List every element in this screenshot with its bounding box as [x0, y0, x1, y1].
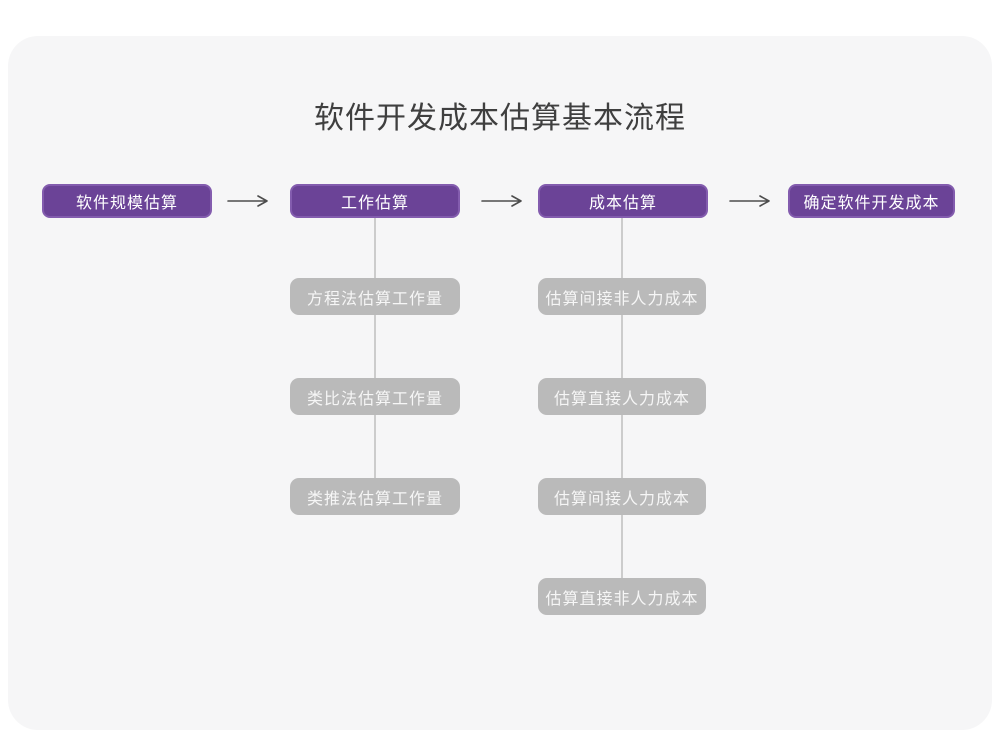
step-label: 确定软件开发成本: [803, 195, 940, 212]
step-label: 软件规模估算: [75, 195, 178, 212]
method-label: 估算直接人力成本: [553, 390, 690, 408]
step-label: 成本估算: [588, 195, 657, 212]
method-extrapolation: 类推法估算工作量: [290, 478, 460, 515]
connector-work-estimation: [374, 218, 376, 497]
method-label: 类比法估算工作量: [306, 390, 443, 408]
method-equation: 方程法估算工作量: [290, 278, 460, 315]
arrow-right-icon: [227, 195, 268, 207]
step-label: 工作估算: [340, 195, 409, 212]
method-label: 方程法估算工作量: [306, 290, 443, 308]
cost-direct-labor: 估算直接人力成本: [538, 378, 706, 415]
step-cost-estimation: 成本估算: [538, 184, 708, 218]
method-analogy: 类比法估算工作量: [290, 378, 460, 415]
diagram-title: 软件开发成本估算基本流程: [314, 102, 686, 135]
method-label: 估算间接人力成本: [553, 490, 690, 508]
method-label: 估算间接非人力成本: [545, 290, 699, 308]
method-label: 类推法估算工作量: [306, 490, 443, 508]
diagram-card: [8, 36, 992, 730]
arrow-right-icon: [729, 195, 770, 207]
step-software-scale-estimation: 软件规模估算: [42, 184, 212, 218]
cost-direct-nonlabor: 估算直接非人力成本: [538, 578, 706, 615]
method-label: 估算直接非人力成本: [545, 590, 699, 608]
step-determine-development-cost: 确定软件开发成本: [788, 184, 955, 218]
cost-indirect-nonlabor: 估算间接非人力成本: [538, 278, 706, 315]
cost-indirect-labor: 估算间接人力成本: [538, 478, 706, 515]
arrow-right-icon: [481, 195, 522, 207]
step-work-estimation: 工作估算: [290, 184, 460, 218]
